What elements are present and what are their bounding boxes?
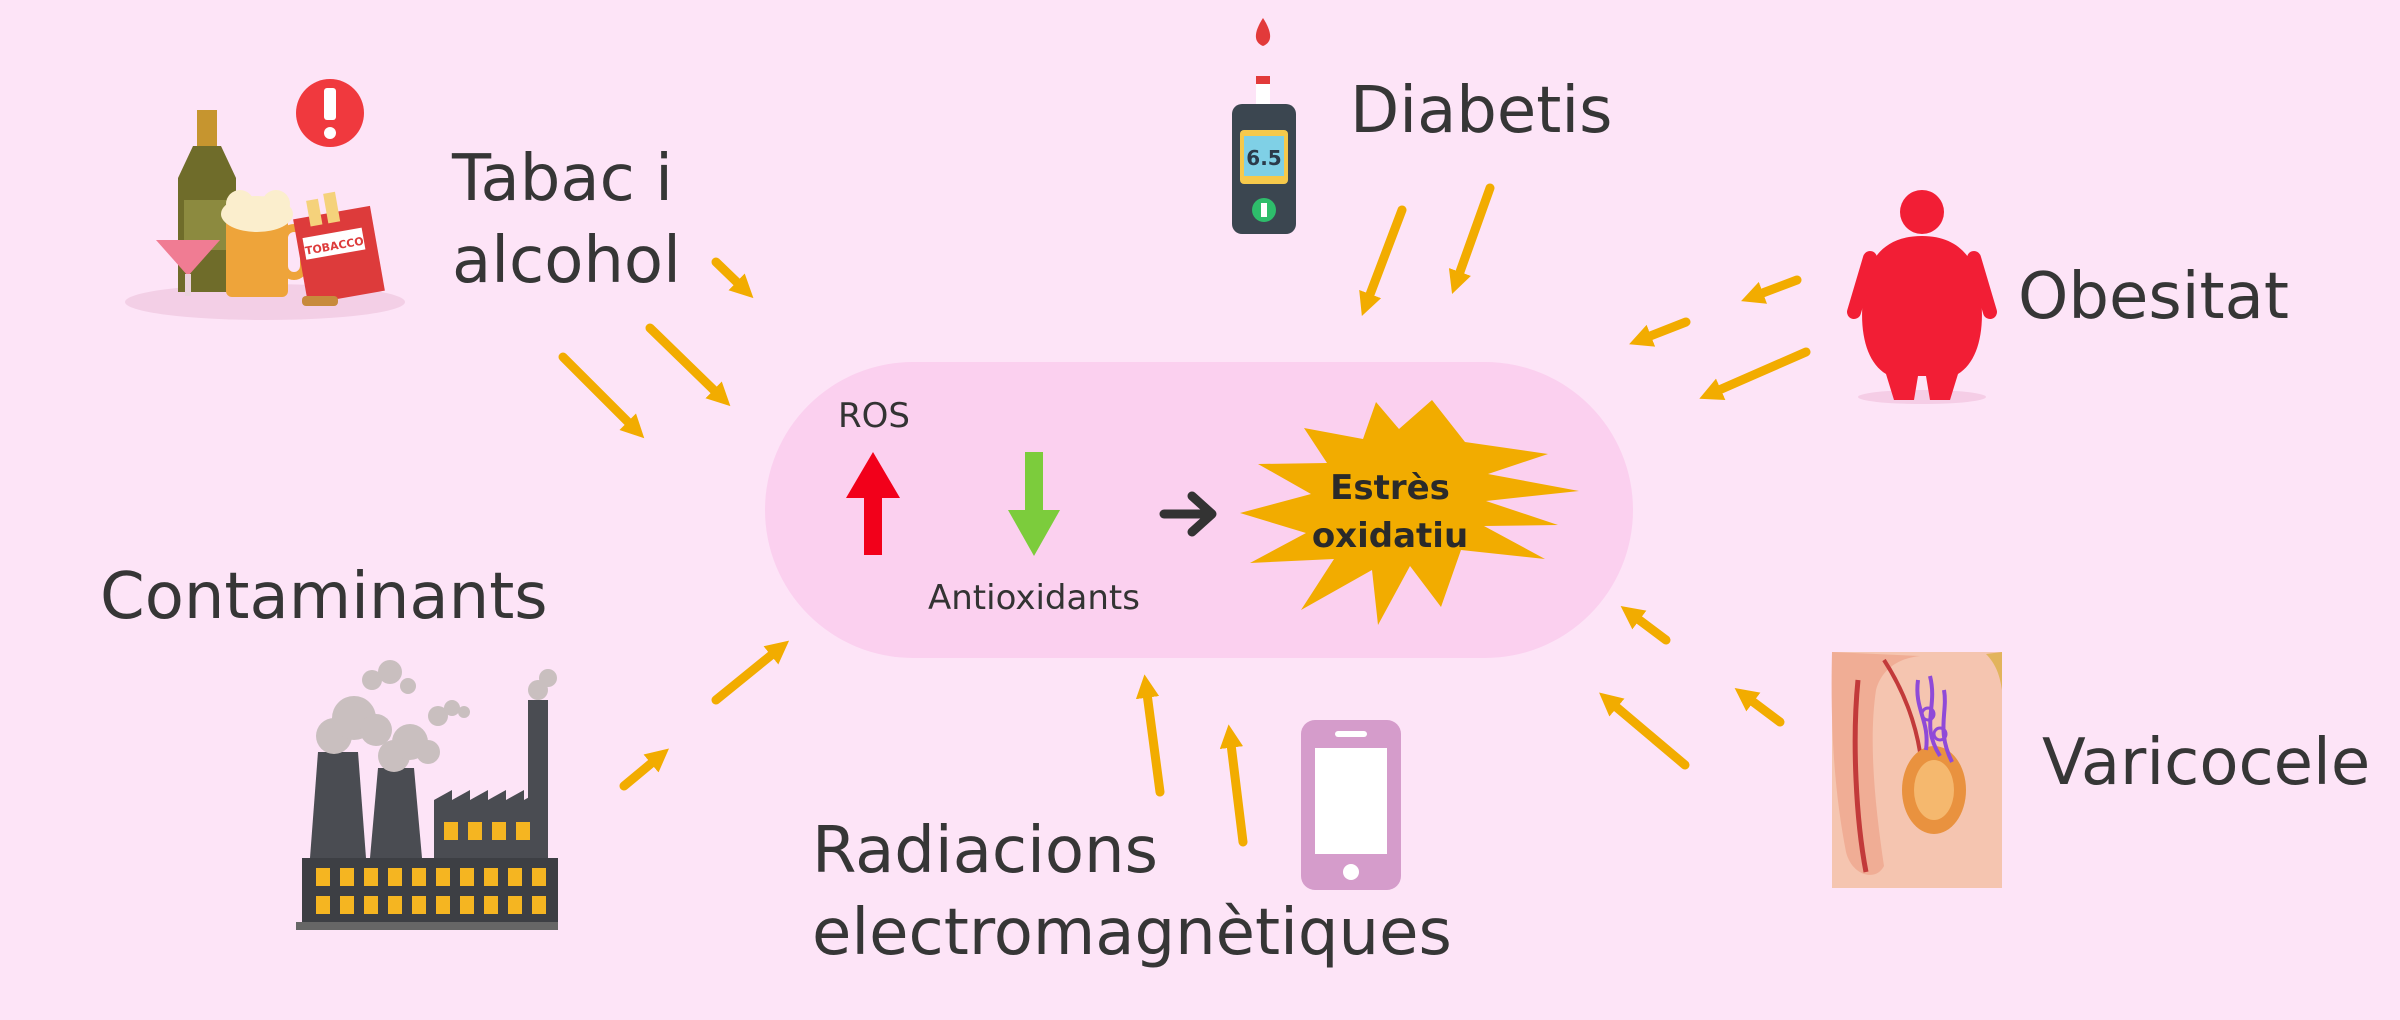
arrow-obesity-2 [1629, 317, 1691, 347]
glucometer-reading: 6.5 [1246, 146, 1281, 170]
label-tobacco-alcohol: Tabac i alcohol [452, 142, 681, 298]
antioxidants-label: Antioxidants [928, 578, 1140, 618]
tobacco-alcohol-icon: TOBACCO [125, 79, 405, 320]
arrow-tobacco-2 [645, 323, 731, 407]
arrow-varicocele-3 [1599, 692, 1690, 770]
label-obesity: Obesitat [2018, 260, 2289, 334]
starburst-icon [1240, 400, 1579, 625]
glucometer-icon: 6.5 [1232, 18, 1296, 234]
arrow-varicocele-2 [1734, 687, 1785, 727]
arrow-pollutants-2 [619, 748, 669, 791]
label-varicocele: Varicocele [2042, 726, 2371, 800]
label-diabetes: Diabetis [1350, 74, 1613, 148]
arrow-radiation-1 [1135, 674, 1165, 797]
arrow-tobacco-3 [558, 352, 645, 439]
arrow-pollutants-1 [711, 640, 790, 705]
leads-to-arrow-icon [1159, 491, 1217, 537]
phone-icon [1301, 720, 1401, 890]
arrow-radiation-2 [1219, 724, 1248, 847]
arrow-varicocele-1 [1620, 605, 1671, 645]
factory-icon [296, 660, 558, 930]
label-radiation: Radiacions electromagnètiques [812, 814, 1452, 970]
arrow-diabetes-2 [1448, 183, 1495, 295]
arrow-diabetes-1 [1359, 205, 1407, 316]
factor-arrows [558, 183, 1811, 847]
label-pollutants: Contaminants [100, 560, 548, 634]
arrow-obesity-3 [1699, 347, 1811, 401]
oxidative-stress-label: Estrès oxidatiu [1311, 468, 1469, 556]
obesity-figure-icon [1847, 190, 1997, 404]
ros-label: ROS [838, 396, 910, 436]
ros-up-arrow-icon [846, 452, 900, 555]
arrow-obesity-1 [1741, 275, 1802, 304]
varicocele-anatomy-icon [1831, 652, 2002, 888]
antioxidant-down-arrow-icon [1008, 452, 1060, 556]
arrow-tobacco-1 [711, 257, 754, 299]
